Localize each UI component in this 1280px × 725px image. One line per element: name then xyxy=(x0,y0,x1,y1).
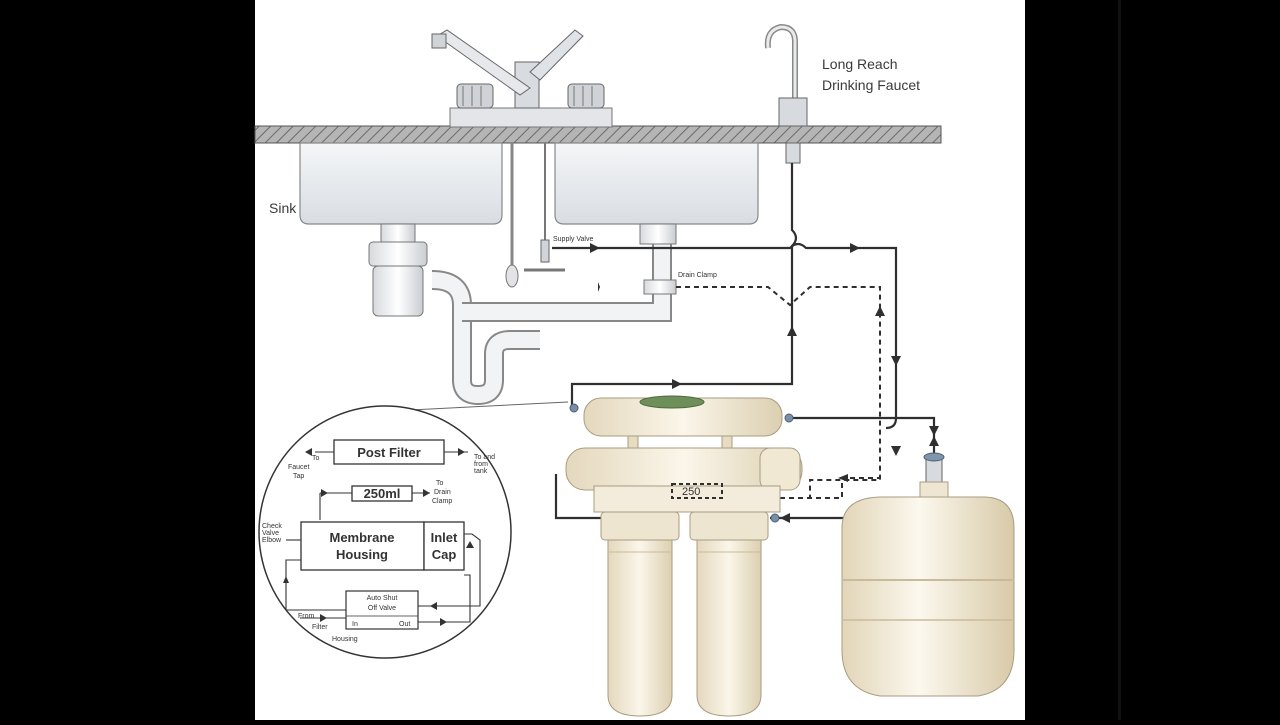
inset-to-faucet-2: Faucet xyxy=(288,464,309,471)
inset-from-filter-3: Housing xyxy=(332,636,358,643)
drain-plumbing xyxy=(368,143,677,406)
double-sink xyxy=(299,142,759,225)
inset-to-drain-3: Clamp xyxy=(432,498,452,505)
ro-filter-unit: 250 xyxy=(565,395,803,717)
drain-clamp-tag: Drain Clamp xyxy=(678,272,717,279)
drinking-faucet xyxy=(764,23,808,164)
inset-schematic: Post Filter 250ml Membrane Housing Inlet… xyxy=(258,401,569,659)
inset-in-label: In xyxy=(352,621,358,628)
inset-to-tank-3: tank xyxy=(474,468,488,475)
faucet-label-line1: Long Reach xyxy=(822,56,898,72)
kitchen-faucet xyxy=(431,29,613,128)
inset-to-faucet-3: Tap xyxy=(293,473,304,480)
inset-from-filter-2: Filter xyxy=(312,624,328,631)
tank-display-label: 250 xyxy=(682,486,700,498)
inset-from-filter-1: From xyxy=(298,613,315,620)
inset-inlet-cap-box xyxy=(423,521,465,571)
inset-flow-restrictor-label: 250ml xyxy=(364,486,401,501)
inset-inlet-label-1: Inlet xyxy=(431,530,458,545)
storage-tank xyxy=(841,452,1015,697)
inset-membrane-label-1: Membrane xyxy=(329,530,394,545)
inset-check-valve-3: Elbow xyxy=(262,537,282,544)
flow-arrows xyxy=(590,243,939,523)
inset-out-label: Out xyxy=(399,621,410,628)
inset-auto-shutoff-box xyxy=(345,590,419,630)
inset-auto-shut-label-2: Off Valve xyxy=(368,605,396,612)
inset-membrane-label-2: Housing xyxy=(336,547,388,562)
sink-label: Sink xyxy=(269,200,297,216)
right-edge-strip xyxy=(1118,0,1121,720)
countertop xyxy=(254,125,942,144)
inset-check-valve-1: Check xyxy=(262,523,282,530)
inset-to-drain-1: To xyxy=(436,480,444,487)
inset-inlet-label-2: Cap xyxy=(432,547,457,562)
inset-membrane-box xyxy=(300,521,425,571)
inset-check-valve-2: Valve xyxy=(262,530,279,537)
faucet-label-line2: Drinking Faucet xyxy=(822,77,920,93)
supply-valve-tag: Supply Valve xyxy=(553,236,593,243)
inset-auto-shut-label-1: Auto Shut xyxy=(367,595,398,602)
inset-to-tank-1: To and xyxy=(474,454,495,461)
inset-post-filter-label: Post Filter xyxy=(357,445,421,460)
inset-to-faucet-1: To xyxy=(312,455,320,462)
inset-to-drain-2: Drain xyxy=(434,489,451,496)
inset-to-tank-2: from xyxy=(474,461,488,468)
